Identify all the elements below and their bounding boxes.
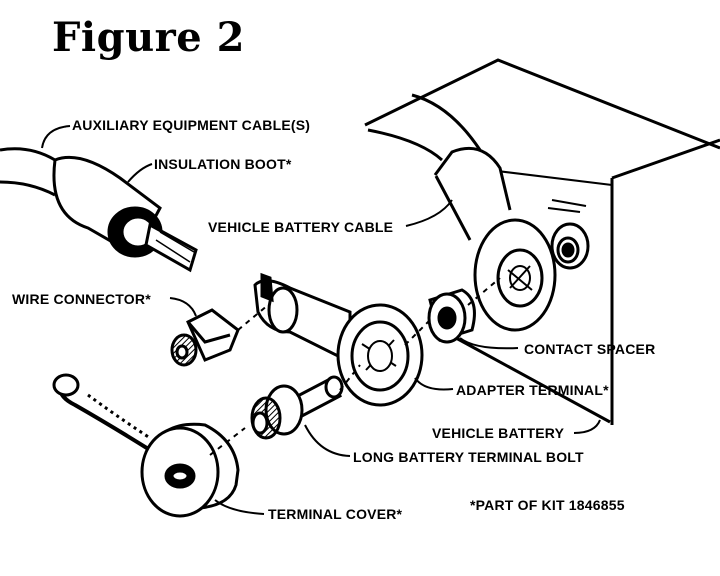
label-vehicle-battery: VEHICLE BATTERY xyxy=(432,425,565,441)
label-vehicle-battery-cable: VEHICLE BATTERY CABLE xyxy=(208,219,394,235)
adapter-terminal xyxy=(253,272,424,407)
kit-note: *PART OF KIT 1846855 xyxy=(470,497,625,513)
label-long-battery-terminal-bolt: LONG BATTERY TERMINAL BOLT xyxy=(353,449,584,465)
label-insulation-boot: INSULATION BOOT* xyxy=(154,156,292,172)
insulation-boot xyxy=(0,147,198,273)
terminal-cover xyxy=(52,373,240,518)
leader-lines xyxy=(41,125,601,515)
label-terminal-cover: TERMINAL COVER* xyxy=(268,506,403,522)
label-auxiliary-equipment-cable: AUXILIARY EQUIPMENT CABLE(S) xyxy=(72,117,311,133)
assembly-guide-lines xyxy=(209,277,501,456)
label-adapter-terminal: ADAPTER TERMINAL* xyxy=(456,382,609,398)
long-battery-terminal-bolt xyxy=(250,375,344,440)
vehicle-battery-cable xyxy=(367,93,557,332)
figure-title: Figure 2 xyxy=(52,14,245,61)
label-contact-spacer: CONTACT SPACER xyxy=(524,341,656,357)
vehicle-battery xyxy=(364,58,720,425)
label-wire-connector: WIRE CONNECTOR* xyxy=(12,291,151,307)
wire-connector xyxy=(170,308,240,367)
contact-spacer xyxy=(427,288,476,344)
